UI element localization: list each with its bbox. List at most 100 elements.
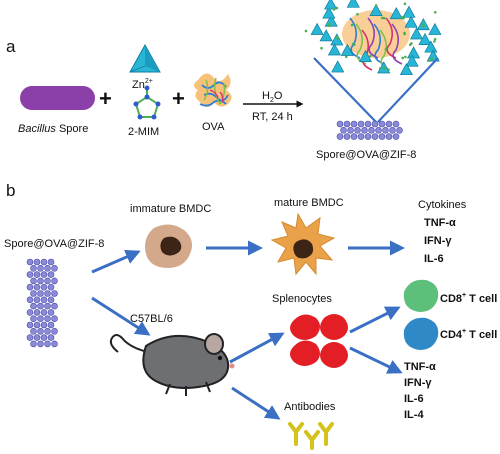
lattice-particle <box>350 120 358 128</box>
zif8-tetrahedron-icon <box>418 32 432 45</box>
zoom-line-left <box>313 57 377 123</box>
lattice-particle <box>40 296 48 304</box>
product-label: Spore@OVA@ZIF-8 <box>316 149 416 161</box>
zif8-tetrahedron-icon <box>319 29 333 42</box>
linker-dot <box>356 12 359 16</box>
lattice-particle <box>40 334 48 341</box>
lattice-particle <box>378 133 386 140</box>
lattice-particle <box>44 302 51 310</box>
antibodies-label: Antibodies <box>284 401 336 413</box>
cd4-rest: T cell <box>466 329 497 341</box>
lattice-particle <box>378 120 386 128</box>
linker-dot <box>384 48 388 51</box>
linker-dot <box>403 2 407 6</box>
protein-strand <box>385 17 397 59</box>
protein-strand <box>373 23 385 65</box>
spleen-cytokine-item: IL-4 <box>404 409 424 421</box>
immature-bmdc-label: immature BMDC <box>130 203 211 215</box>
zif8-tetrahedron-icon <box>402 5 416 18</box>
spleen-cytokine-item: TNF-α <box>404 361 436 373</box>
plus-sign-1: + <box>99 86 112 111</box>
lattice-particle <box>51 264 58 272</box>
zif8-tetrahedron-icon <box>346 0 360 8</box>
zif8-tetrahedron-icon <box>424 40 438 53</box>
lattice-particle <box>33 296 41 304</box>
linker-dot <box>400 15 404 19</box>
linker-dot <box>404 55 407 59</box>
mature-bmdc-label: mature BMDC <box>274 197 344 209</box>
cd4-t-cell-icon <box>403 317 439 350</box>
lattice-particle <box>371 133 379 140</box>
cytokine-item: TNF-α <box>424 217 456 229</box>
zif8-tetrahedron-icon <box>409 27 424 40</box>
lattice-particle <box>37 340 44 348</box>
zif8-tetrahedron-icon <box>327 43 342 56</box>
2-mim-molecule-icon <box>133 85 161 120</box>
linker-dot <box>421 22 424 26</box>
water-h: H <box>262 90 270 102</box>
lattice-particle <box>26 258 34 266</box>
zif8-tetrahedron-icon <box>405 54 419 67</box>
lattice-particle <box>47 258 55 266</box>
linker-dot <box>320 46 323 50</box>
lattice-particle <box>26 296 34 304</box>
lattice-particle <box>392 133 400 140</box>
lattice-particle <box>44 315 51 323</box>
linker-dot <box>433 40 436 43</box>
zif8-tetrahedron-icon <box>369 3 383 16</box>
lattice-particle <box>51 302 58 310</box>
lattice-particle <box>51 277 58 285</box>
lattice-particle <box>40 258 48 266</box>
immature-bmdc-cell-icon <box>145 224 192 268</box>
arrow-splenocytes-to-tcells <box>349 306 401 334</box>
cd4-label: CD4+ T cell <box>440 328 497 341</box>
lattice-particle <box>357 120 365 128</box>
arrow-source-to-immature <box>91 249 141 274</box>
lattice-particle <box>37 315 44 323</box>
linker-dot <box>433 10 437 14</box>
lattice-particle <box>44 327 51 335</box>
spore-label-rest: Spore <box>56 123 88 135</box>
linker-dot <box>430 57 434 60</box>
linker-dot <box>410 42 413 45</box>
zif8-crystal-cluster <box>304 0 442 76</box>
lattice-particle <box>47 296 55 304</box>
zif8-tetrahedron-icon <box>322 6 336 19</box>
linker-dot <box>374 4 378 7</box>
cd8-main: CD8 <box>440 293 462 305</box>
arrow-mouse-to-antibodies <box>231 386 281 420</box>
lattice-particle <box>368 127 375 134</box>
arrow-splenocytes-to-cytokines <box>349 346 403 374</box>
protein-strand <box>391 23 403 65</box>
2-mim-label: 2-MIM <box>128 126 159 138</box>
mature-bmdc-cell-icon <box>270 212 336 276</box>
antibodies-icon <box>288 422 334 450</box>
lattice-particle <box>354 127 361 134</box>
cytokines-title: Cytokines <box>418 199 467 211</box>
zif8-tetrahedron-icon <box>389 7 403 20</box>
lattice-particle <box>26 283 34 291</box>
arrow-bottom-label: RT, 24 h <box>252 111 293 123</box>
lattice-particle <box>357 133 365 140</box>
lattice-particle <box>340 127 347 134</box>
zinc-label-superscript: 2+ <box>145 78 153 85</box>
lattice-particle <box>30 327 37 335</box>
lattice-particle <box>30 340 37 348</box>
linker-dot <box>378 67 382 70</box>
plus-sign-2: + <box>172 86 185 111</box>
spore-label-italic: Bacillus <box>18 123 56 135</box>
cd8-sup: + <box>462 292 466 299</box>
lattice-particle <box>40 321 48 329</box>
lattice-particle <box>51 340 58 348</box>
lattice-particle <box>40 271 48 278</box>
linker-dot <box>433 37 437 41</box>
linker-dot <box>369 54 372 58</box>
splenocytes-label: Splenocytes <box>272 293 332 305</box>
cd8-label: CD8+ T cell <box>440 292 497 305</box>
zif8-tetrahedron-icon <box>399 62 413 76</box>
lattice-particle <box>40 309 48 316</box>
cd4-main: CD4 <box>440 329 463 341</box>
linker-dot <box>427 59 431 62</box>
